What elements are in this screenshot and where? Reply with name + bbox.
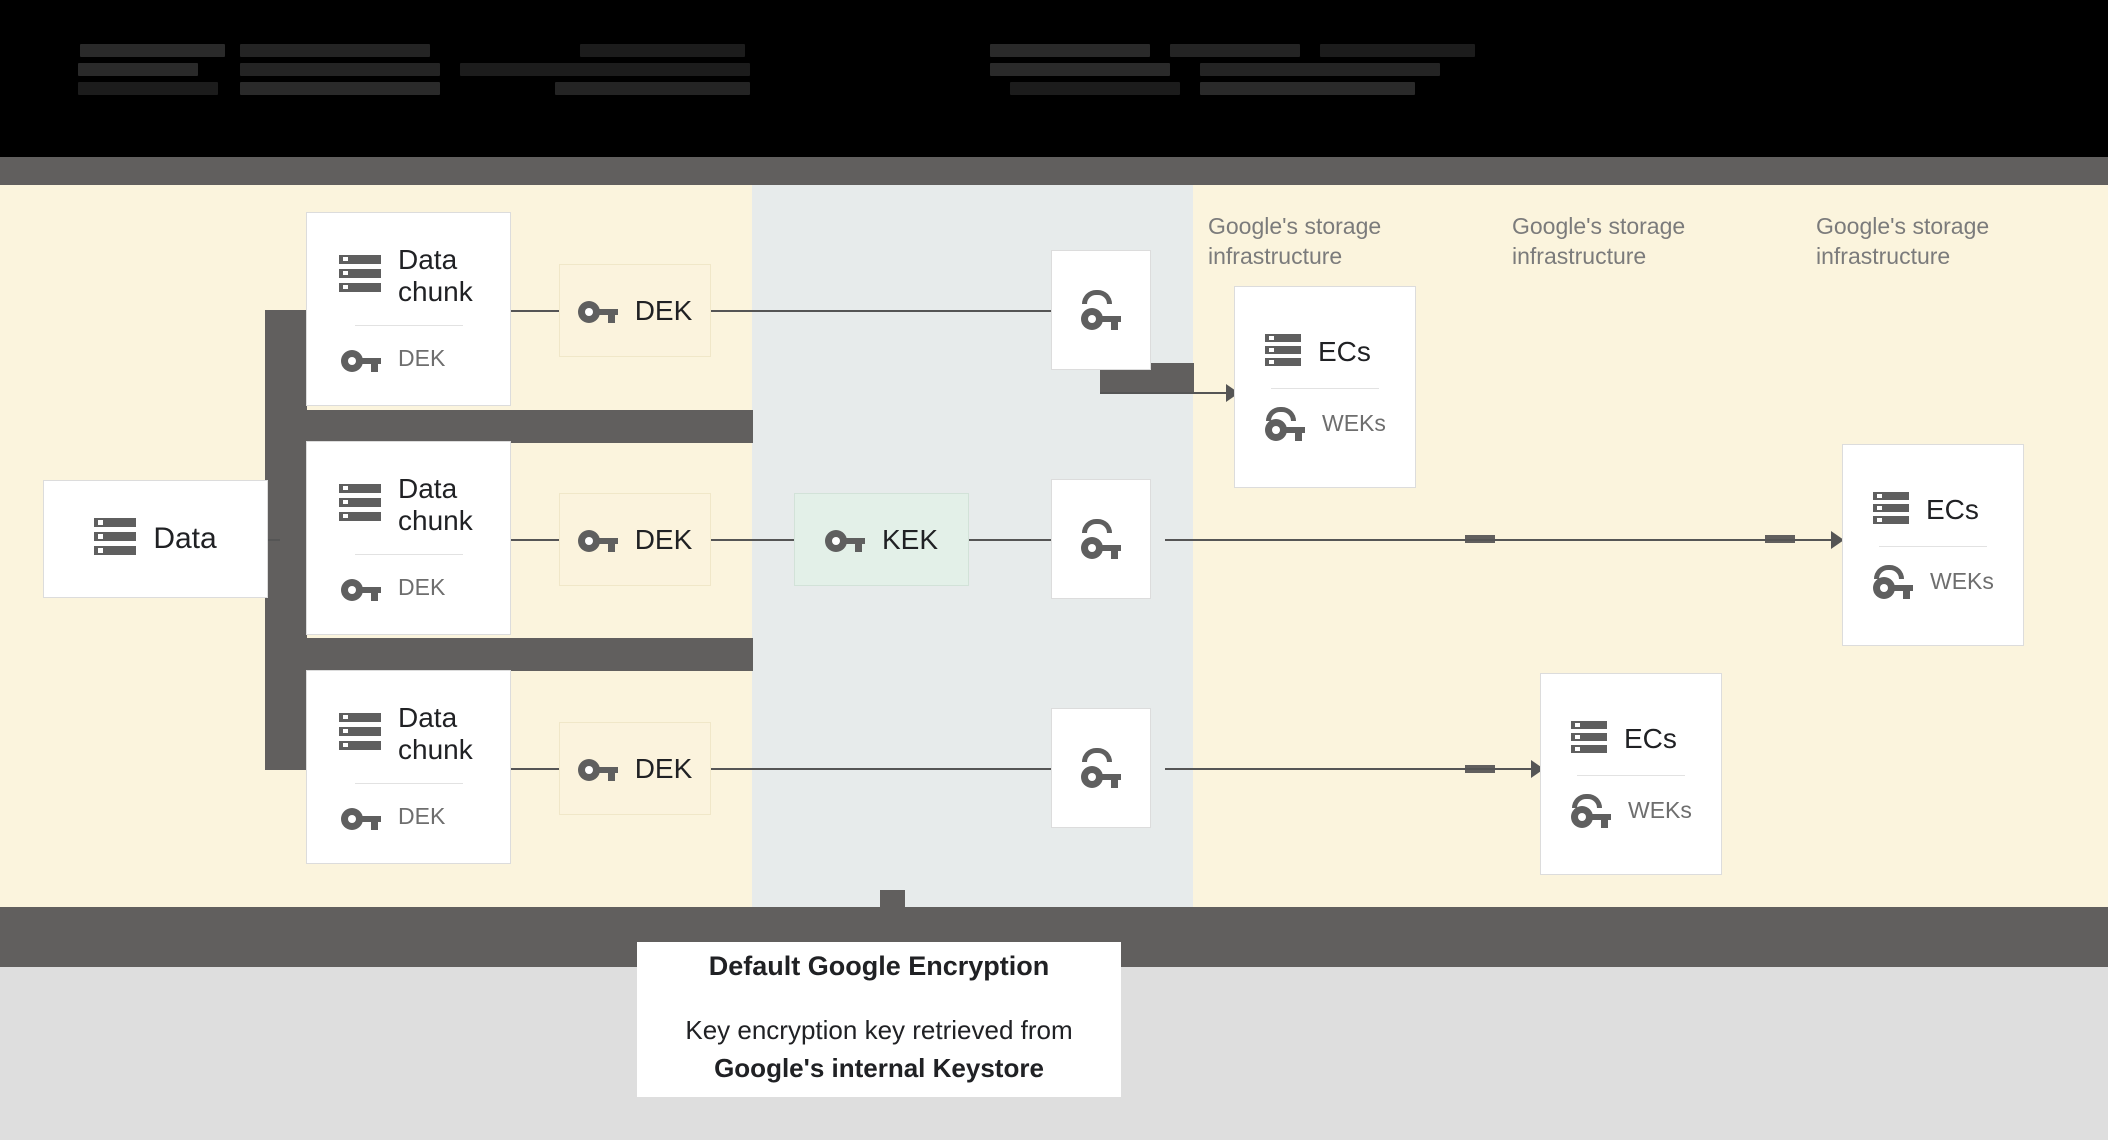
wrapped-key-icon [1081, 519, 1121, 559]
chunk-2-key-row: DEK [341, 573, 445, 603]
data-chunk-box-1[interactable]: Data chunk DEK [306, 212, 511, 406]
key-icon [577, 524, 618, 554]
ecs-2-key-row: WEKs [1873, 564, 1994, 599]
chunk-1-title-row: Data chunk [339, 244, 473, 307]
connector-chunk1-dek [511, 310, 559, 312]
ecs-1-title-row: ECs [1265, 333, 1371, 370]
data-chunk-box-2[interactable]: Data chunk DEK [306, 441, 511, 635]
wrapped-key-icon [1571, 793, 1611, 828]
ecs-3-label: ECs [1624, 722, 1677, 754]
wrapped-key-icon [1081, 290, 1121, 330]
key-icon [341, 344, 381, 374]
wrapped-key-icon [1265, 406, 1305, 441]
legend-title: Default Google Encryption [708, 951, 1050, 982]
key-icon [341, 802, 381, 832]
ecs-1-label: ECs [1318, 335, 1371, 367]
chunk-1-label: Data chunk [398, 244, 473, 307]
ecs-box-3[interactable]: ECs WEKs [1540, 673, 1722, 875]
wrapped-key-box-3[interactable] [1051, 708, 1151, 828]
data-box[interactable]: Data [43, 480, 268, 598]
key-icon [577, 295, 618, 325]
ecs-2-label: ECs [1926, 493, 1979, 525]
chunk-1-key-label: DEK [398, 344, 446, 371]
occlusion-bar-arm-1 [265, 410, 753, 443]
dek-box-2[interactable]: DEK [559, 493, 711, 586]
wrapped-key-box-2[interactable] [1051, 479, 1151, 599]
kek-box[interactable]: KEK [794, 493, 969, 586]
dek-box-3[interactable]: DEK [559, 722, 711, 815]
dek-1-row: DEK [577, 294, 693, 326]
ecs-1-key-row: WEKs [1265, 406, 1386, 441]
arrowhead-ecs-2 [1831, 531, 1844, 549]
server-stack-icon [339, 483, 381, 526]
server-stack-icon [1265, 333, 1301, 370]
legend-card: Default Google Encryption Key encryption… [637, 942, 1121, 1097]
connector-dek3-wek [711, 768, 1051, 770]
key-icon [341, 573, 381, 603]
connector-wek1-ecs [1100, 392, 1230, 394]
ecs-1-key-label: WEKs [1322, 409, 1386, 436]
ecs-2-title-row: ECs [1873, 491, 1979, 528]
connector-chunk3-dek [511, 768, 559, 770]
chunk-3-label: Data chunk [398, 702, 473, 765]
ecs-2-key-label: WEKs [1930, 567, 1994, 594]
ecs-2-divider [1879, 545, 1987, 547]
key-icon [577, 753, 618, 783]
ecs-3-divider [1577, 774, 1685, 776]
ecs-3-title-row: ECs [1571, 720, 1677, 757]
chunk-3-divider [354, 782, 463, 784]
occlusion-bar-center-notch [880, 890, 905, 910]
occlusion-bar-top [0, 157, 2108, 185]
dek-3-label: DEK [634, 752, 693, 784]
chunk-2-key-label: DEK [398, 573, 446, 600]
server-stack-icon [1571, 720, 1607, 757]
data-box-row: Data [94, 518, 217, 560]
chunk-1-key-row: DEK [341, 344, 445, 374]
server-stack-icon [94, 518, 137, 560]
storage-label-2: Google's storage infrastructure [1512, 213, 1686, 269]
connector-chunk2-dek [511, 539, 559, 541]
obscured-header-band [0, 0, 2108, 157]
key-icon [824, 524, 865, 554]
server-stack-icon [339, 254, 381, 297]
chunk-2-title-row: Data chunk [339, 473, 473, 536]
storage-label-3: Google's storage infrastructure [1816, 213, 1990, 269]
dek-3-row: DEK [577, 752, 693, 784]
ecs-box-1[interactable]: ECs WEKs [1234, 286, 1416, 488]
wrapped-key-box-1[interactable] [1051, 250, 1151, 370]
dek-1-label: DEK [634, 294, 693, 326]
dek-2-row: DEK [577, 523, 693, 555]
chunk-1-divider [354, 324, 463, 326]
chunk-3-key-label: DEK [398, 802, 446, 829]
ecs-3-key-label: WEKs [1628, 796, 1692, 823]
ecs-3-key-row: WEKs [1571, 793, 1692, 828]
ecs-1-divider [1271, 387, 1379, 389]
wrapped-key-icon [1081, 748, 1121, 788]
connector-kek-wek [1009, 539, 1054, 541]
connector-dek1-wek [711, 310, 1051, 312]
storage-label-1: Google's storage infrastructure [1208, 213, 1382, 269]
chunk-3-title-row: Data chunk [339, 702, 473, 765]
kek-label: KEK [881, 523, 939, 555]
connector-wek3-ecs [1165, 768, 1535, 770]
server-stack-icon [339, 712, 381, 755]
ecs-box-2[interactable]: ECs WEKs [1842, 444, 2024, 646]
wrapped-key-icon [1873, 564, 1913, 599]
legend-line-2: Google's internal Keystore [714, 1053, 1044, 1083]
connector-wek2-ecs [1165, 539, 1835, 541]
chunk-3-key-row: DEK [341, 802, 445, 832]
chunk-2-divider [354, 553, 463, 555]
dek-box-1[interactable]: DEK [559, 264, 711, 357]
dek-2-label: DEK [634, 523, 693, 555]
kek-row: KEK [824, 523, 939, 555]
chunk-2-label: Data chunk [398, 473, 473, 536]
legend-subtitle: Key encryption key retrieved from Google… [685, 1012, 1072, 1087]
server-stack-icon [1873, 491, 1909, 528]
occlusion-bar-arm-2 [265, 638, 753, 671]
data-chunk-box-3[interactable]: Data chunk DEK [306, 670, 511, 864]
legend-line-1: Key encryption key retrieved from [685, 1015, 1073, 1046]
data-box-label: Data [153, 522, 217, 556]
